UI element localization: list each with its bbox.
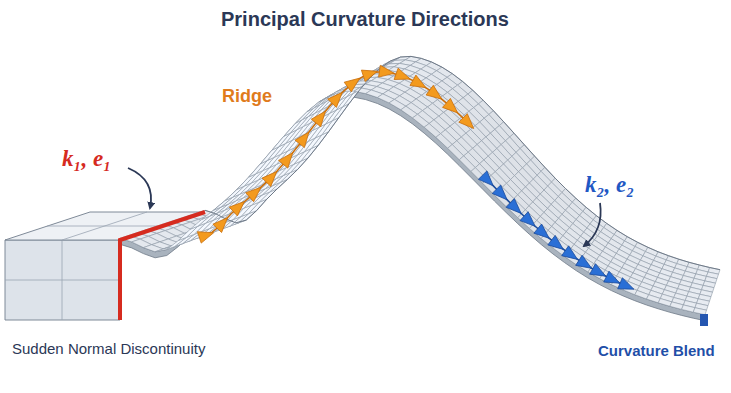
surface-cell: [179, 226, 198, 240]
ridge-arrow: [459, 114, 474, 129]
curvature-arrow: [534, 224, 549, 238]
block-grid: [47, 226, 162, 227]
ridge-arrow-line: [205, 72, 467, 236]
surface-cell: [225, 186, 244, 200]
ridge-arrow: [279, 153, 293, 168]
block-front: [5, 240, 120, 320]
curvature-arrow: [590, 264, 606, 277]
curved-surface: [120, 56, 720, 320]
surface-cell: [682, 305, 695, 312]
curvature-label: k₂, e₂: [582, 172, 637, 198]
surface-cell: [296, 108, 314, 123]
diagram-title: Principal Curvature Directions: [221, 8, 509, 31]
ridge-arrow: [344, 78, 360, 92]
ridge-arrow: [262, 171, 277, 186]
surface-cell: [658, 299, 672, 307]
surface-cell: [237, 174, 256, 190]
surface-cell: [190, 216, 209, 229]
surface-cell: [167, 237, 187, 249]
ridge-arrow: [426, 85, 442, 99]
ridge-arrow: [246, 187, 261, 201]
caption-label: Curvature Blend: [598, 342, 715, 359]
ridge-arrow: [410, 75, 426, 88]
block-solid: [5, 212, 205, 320]
curvature-arrow: [576, 255, 592, 268]
ridge-arrow: [229, 201, 244, 216]
direction-arrows: [197, 65, 634, 289]
curvature-arrow: [618, 278, 634, 289]
ridge-arrow: [394, 68, 410, 79]
curvature-arrow: [604, 271, 620, 283]
curvature-arrow: [492, 185, 507, 200]
surface-cell: [670, 302, 684, 310]
surface-cell: [307, 99, 325, 112]
surface-cell: [249, 161, 268, 178]
ridge-arrow: [328, 92, 343, 107]
ridge-arrow: [197, 232, 213, 243]
curvature-arrow: [506, 199, 521, 214]
curvature-arrow: [520, 212, 535, 227]
surface-cell: [272, 133, 290, 150]
surface-cell: [693, 308, 706, 315]
ridge-arrow: [311, 111, 325, 127]
blend-edge: [700, 314, 708, 326]
ridge-arrow: [379, 65, 395, 77]
ridge-arrow: [443, 98, 458, 113]
surface-cell: [448, 145, 464, 160]
surface-cell: [284, 120, 302, 136]
ridge-label: Ridge: [222, 86, 272, 107]
discontinuity-edge: [120, 212, 205, 320]
block-grid: [5, 280, 120, 281]
surface-edge: [120, 91, 705, 321]
curvature-arrow: [548, 235, 564, 249]
ridge-arrow: [295, 132, 309, 148]
ridge-arrow: [361, 70, 377, 81]
caption-label: Sudden Normal Discontinuity: [12, 340, 205, 357]
surface-outline: [205, 56, 720, 269]
pointer-arrow: [128, 168, 151, 208]
pointer-arrow: [584, 203, 601, 246]
curvature-arrow: [562, 246, 578, 260]
curvature-label: k₁, e₁: [62, 146, 111, 172]
curvature-arrow: [478, 171, 493, 186]
block-top: [5, 212, 205, 240]
surface-cell: [647, 295, 661, 303]
surface-cell: [436, 134, 452, 149]
ridge-arrow: [213, 218, 228, 233]
surface-cell: [260, 147, 278, 164]
surface-cell: [214, 197, 233, 210]
surface-cell: [635, 290, 649, 299]
surface-cell: [459, 156, 475, 172]
